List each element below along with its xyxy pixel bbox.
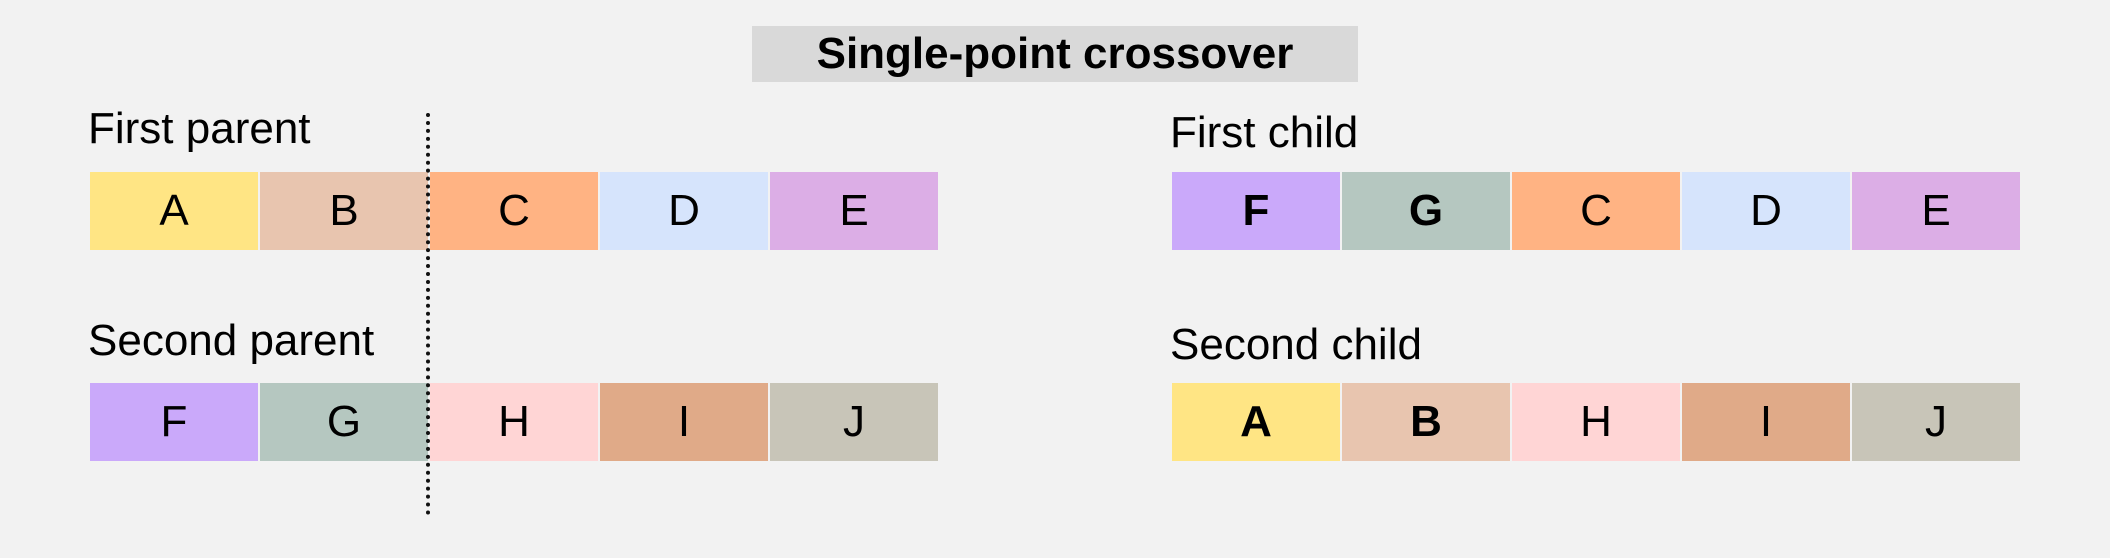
gene-letter: E [1921,186,1951,235]
gene-cell: H [1512,383,1680,461]
gene-cell: B [1342,383,1510,461]
gene-letter: G [326,397,362,446]
gene-letter: A [1240,397,1272,446]
gene-cell: J [770,383,938,461]
gene-letter: D [1750,186,1782,235]
gene-cell: A [90,172,258,250]
gene-cell: I [600,383,768,461]
gene-letter: H [498,397,530,446]
gene-cell: D [600,172,768,250]
gene-cell: J [1852,383,2020,461]
gene-cell: I [1682,383,1850,461]
diagram-title: Single-point crossover [752,26,1358,82]
second-parent-label: Second parent [88,316,375,365]
gene-cell: E [1852,172,2020,250]
gene-letter: G [1408,186,1444,235]
diagram-title-text: Single-point crossover [816,29,1294,78]
gene-letter: E [839,186,869,235]
second-child-label: Second child [1170,320,1422,369]
gene-letter: J [1925,397,1947,446]
gene-cell: H [430,383,598,461]
first-child-label: First child [1170,108,1359,157]
gene-letter: F [160,397,188,446]
gene-cell: G [1342,172,1510,250]
gene-cell: F [1172,172,1340,250]
gene-cell: G [260,383,428,461]
gene-cell: B [260,172,428,250]
gene-cell: A [1172,383,1340,461]
gene-letter: C [1580,186,1612,235]
gene-cell: F [90,383,258,461]
first-parent-label: First parent [88,104,311,153]
gene-letter: I [1759,397,1773,446]
gene-letter: B [329,186,359,235]
gene-letter: A [159,186,189,235]
gene-letter: I [677,397,691,446]
crossover-point-line [426,113,430,515]
gene-cell: C [430,172,598,250]
first-parent-chromosome: A B C D E [90,172,940,250]
gene-cell: E [770,172,938,250]
gene-letter: C [498,186,530,235]
gene-letter: F [1242,186,1270,235]
gene-letter: D [668,186,700,235]
gene-letter: J [843,397,865,446]
gene-cell: C [1512,172,1680,250]
second-parent-chromosome: F G H I J [90,383,940,461]
gene-cell: D [1682,172,1850,250]
gene-letter: B [1410,397,1442,446]
gene-letter: H [1580,397,1612,446]
